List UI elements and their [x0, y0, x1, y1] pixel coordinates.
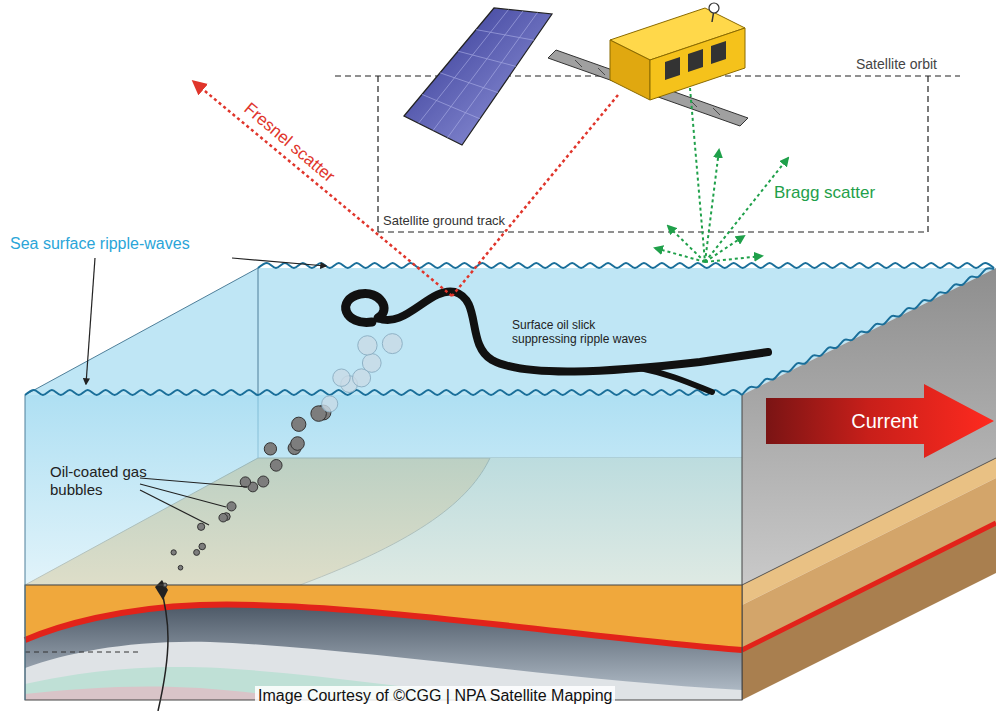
credit-note: Image Courtesy of ©CGG | NPA Satellite M…: [255, 686, 615, 705]
wave-label: Sea surface ripple-waves: [10, 234, 190, 253]
track-label: Satellite ground track: [380, 213, 508, 229]
gas-bubble: [362, 354, 381, 373]
bragg-rays: [655, 88, 788, 262]
oil-slick: [346, 291, 768, 392]
slick-label: Surface oil slick suppressing ripple wav…: [512, 318, 662, 347]
surface-edge: [25, 268, 258, 395]
gas-bubble: [258, 476, 269, 487]
gas-bubble: [322, 396, 338, 412]
gas-bubble: [219, 513, 227, 521]
satellite: [404, 3, 748, 145]
gas-bubble: [270, 460, 282, 472]
side-face: [742, 268, 996, 700]
gas-bubble: [163, 583, 167, 587]
scatter-label: Bragg scatter: [774, 183, 875, 203]
orbit-label: Satellite orbit: [856, 56, 937, 73]
ripple-wave: [742, 268, 994, 395]
current-arrow: Current: [766, 384, 994, 458]
arrow-label: Current: [851, 410, 918, 433]
gas-bubble: [178, 565, 183, 570]
gas-bubble: [291, 437, 305, 451]
gas-bubble: [171, 550, 176, 555]
gas-bubble: [264, 443, 276, 455]
gas-bubble: [198, 523, 205, 530]
fresnel-ray: [194, 82, 618, 296]
leader-lines: [86, 258, 326, 525]
gas-bubble: [292, 417, 306, 431]
gas-bubble: [358, 336, 377, 355]
gas-bubbles: [163, 334, 402, 587]
water-front: [25, 395, 742, 585]
bubble-label: Oil-coated gas bubbles: [50, 463, 150, 499]
gas-bubble: [333, 369, 350, 386]
front-left-edge: [25, 395, 26, 700]
gas-bubble: [199, 543, 206, 550]
gas-bubble: [240, 477, 250, 487]
ripple-wave: [258, 263, 994, 268]
ripple-wave: [25, 390, 742, 395]
scatter-label: Fresnel scatter: [240, 99, 339, 187]
geology-layers: [25, 580, 742, 711]
gas-bubble: [227, 502, 236, 511]
arrow-body: [766, 384, 994, 458]
gas-bubble: [382, 334, 402, 354]
gas-bubble: [194, 549, 200, 555]
